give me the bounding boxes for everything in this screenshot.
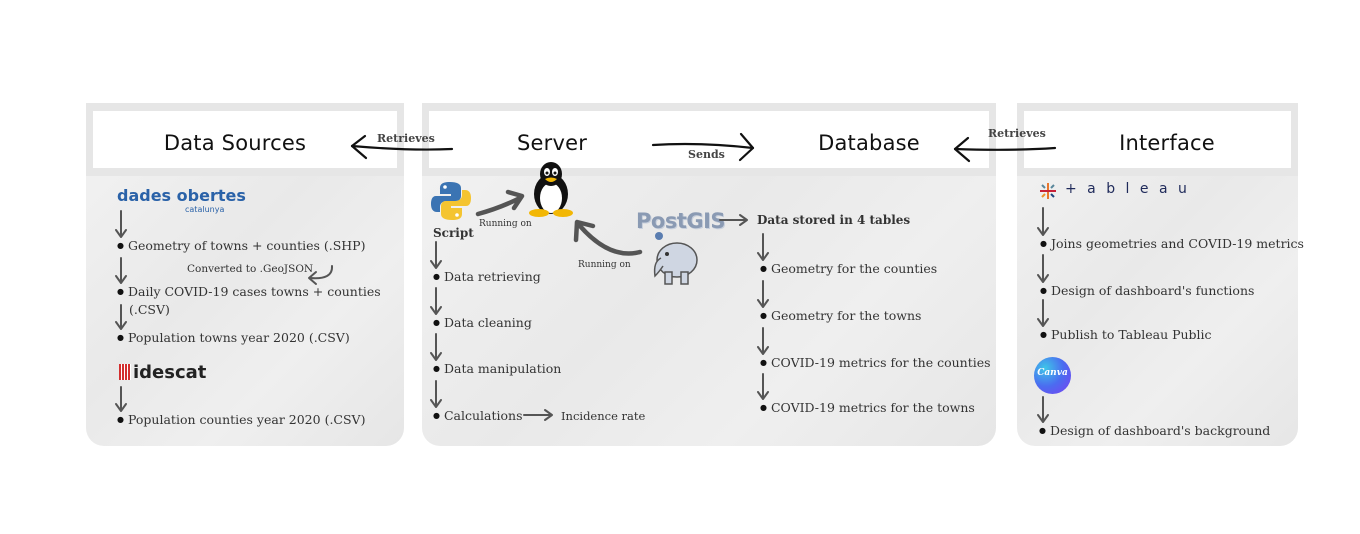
retrieves-label-left: Retrieves	[377, 132, 435, 145]
idescat-logo: idescat	[133, 362, 207, 383]
if-item-joins: Joins geometries and COVID-19 metrics	[1040, 236, 1304, 254]
ds-item-pop-towns: Population towns year 2020 (.CSV)	[117, 330, 350, 348]
if-item-design-functions: Design of dashboard's functions	[1040, 283, 1254, 301]
ds-item-daily-cases: Daily COVID-19 cases towns + counties	[117, 284, 381, 302]
title-interface: Interface	[1119, 131, 1215, 155]
linux-tux-icon	[525, 160, 577, 218]
dades-obertes-logo-sub: catalunya	[185, 205, 225, 214]
retrieves-label-right: Retrieves	[988, 127, 1046, 140]
idescat-mark-icon	[119, 364, 131, 380]
server-database-header	[422, 103, 996, 176]
server-database-panel	[422, 103, 996, 446]
data-stored-label: Data stored in 4 tables	[757, 213, 911, 227]
title-database: Database	[818, 131, 920, 155]
title-server: Server	[516, 131, 588, 155]
ds-item-daily-cases-ext: (.CSV)	[129, 302, 170, 317]
if-item-publish: Publish to Tableau Public	[1040, 327, 1212, 345]
tableau-logo: + a b l e a u	[1065, 181, 1190, 197]
tableau-mark-icon	[1037, 180, 1059, 202]
interface-header	[1017, 103, 1298, 176]
incidence-rate-label: Incidence rate	[561, 409, 646, 423]
script-label: Script	[433, 226, 474, 240]
ds-note-converted: Converted to .GeoJSON	[187, 263, 314, 275]
table-geometry-towns: Geometry for the towns	[760, 308, 921, 326]
table-covid-counties: COVID-19 metrics for the counties	[760, 355, 991, 373]
if-item-background: Design of dashboard's background	[1039, 423, 1270, 441]
ds-item-pop-counties: Population counties year 2020 (.CSV)	[117, 412, 365, 430]
python-icon	[430, 180, 472, 222]
step-data-manipulation: Data manipulation	[433, 361, 561, 379]
dades-obertes-logo: dades obertes	[117, 186, 246, 205]
ds-item-geometry: Geometry of towns + counties (.SHP)	[117, 238, 366, 256]
canva-logo: Canva	[1037, 368, 1068, 378]
title-data-sources: Data Sources	[163, 131, 307, 155]
postgis-logo: PostGIS	[636, 209, 726, 233]
step-data-retrieving: Data retrieving	[433, 269, 541, 287]
table-geometry-counties: Geometry for the counties	[760, 261, 937, 279]
postgres-elephant-icon	[651, 232, 701, 286]
step-data-cleaning: Data cleaning	[433, 315, 532, 333]
table-covid-towns: COVID-19 metrics for the towns	[760, 400, 975, 418]
sends-label: Sends	[688, 148, 725, 161]
running-on-label-1: Running on	[479, 219, 532, 229]
canva-logo-icon	[1034, 357, 1071, 394]
step-calculations: Calculations	[433, 408, 523, 426]
running-on-label-2: Running on	[578, 260, 631, 270]
